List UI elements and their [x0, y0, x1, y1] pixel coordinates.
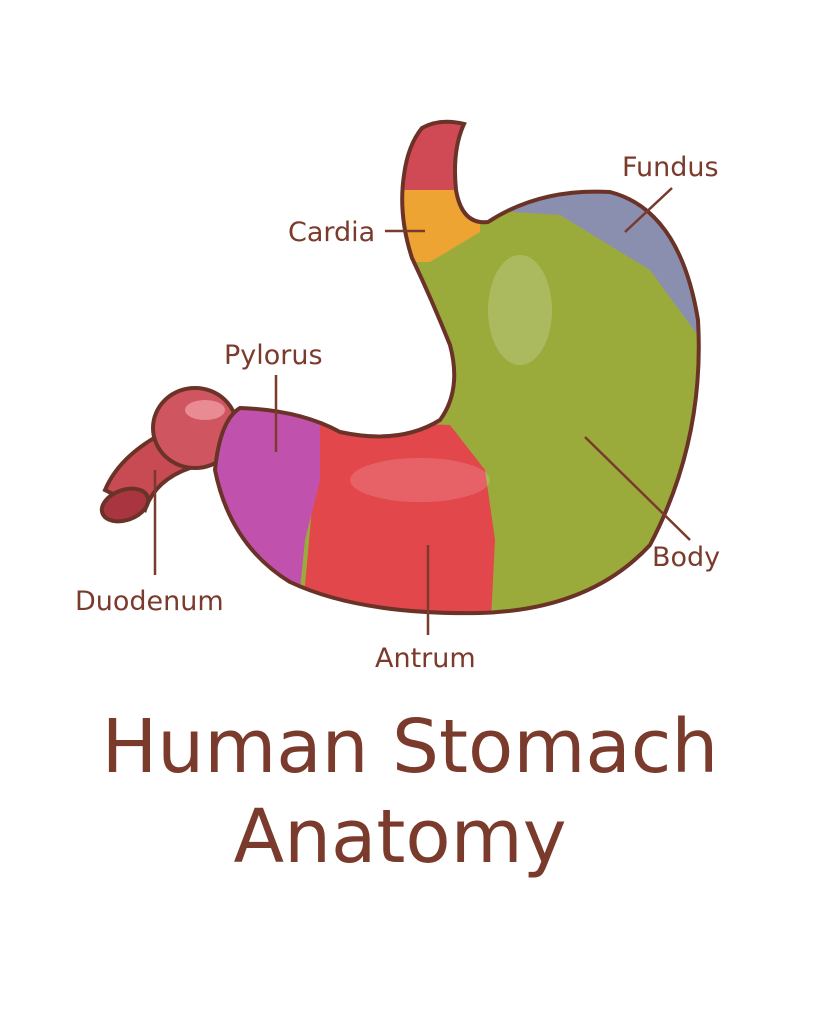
body-leader [584, 436, 691, 541]
cardia-region [390, 190, 480, 262]
label-cardia: Cardia [288, 217, 375, 248]
duodenum [99, 386, 239, 524]
stomach-outline [212, 119, 701, 616]
label-fundus: Fundus [622, 152, 719, 183]
label-antrum: Antrum [375, 643, 476, 674]
title-line-2: Anatomy [233, 794, 566, 880]
label-pylorus: Pylorus [224, 340, 323, 371]
label-body: Body [652, 542, 720, 573]
antrum-region [300, 420, 495, 614]
title-line-1: Human Stomach [102, 704, 719, 790]
fundus-leader [624, 187, 673, 233]
label-duodenum: Duodenum [75, 586, 224, 617]
